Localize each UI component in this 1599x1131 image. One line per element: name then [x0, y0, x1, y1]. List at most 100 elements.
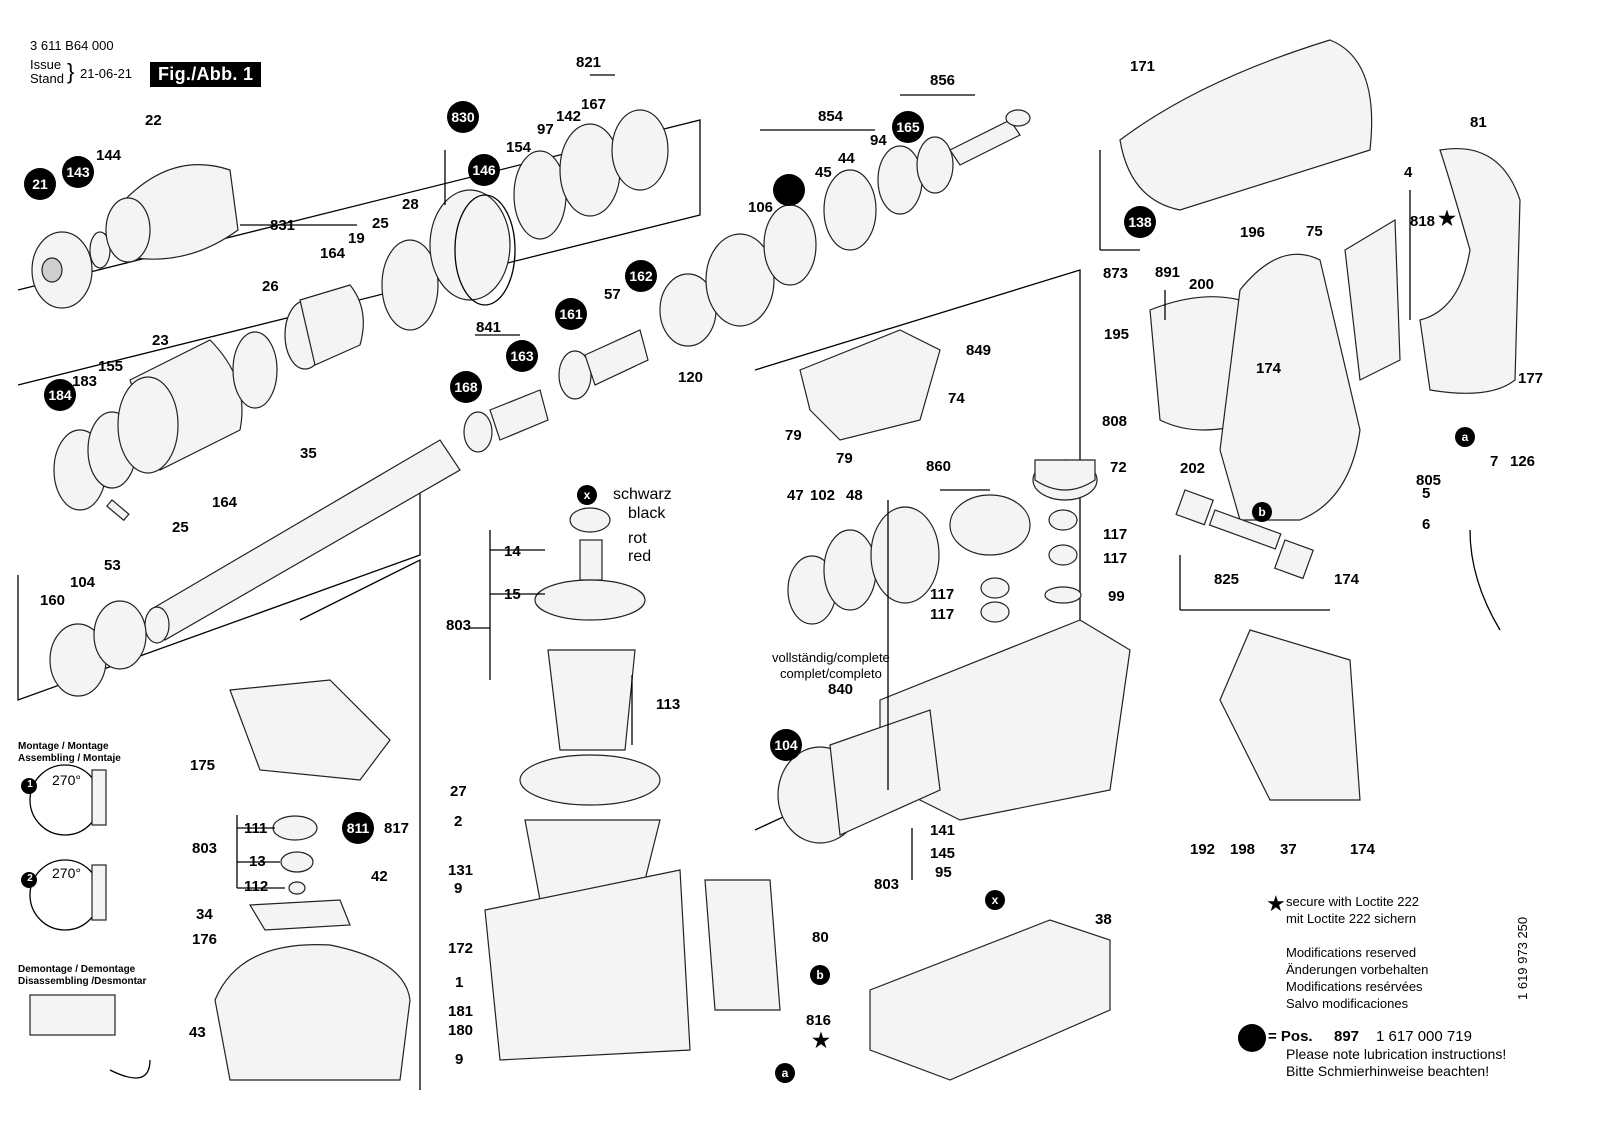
- svg-text:38: 38: [1095, 911, 1112, 928]
- lubrication-dot-icon: [1238, 1024, 1266, 1052]
- svg-text:9: 9: [455, 1051, 463, 1068]
- modifications-de: Änderungen vorbehalten: [1286, 962, 1429, 977]
- assembly-angle-1: 270°: [52, 772, 81, 788]
- wire-color-black: black: [628, 505, 666, 522]
- svg-text:99: 99: [1108, 588, 1125, 605]
- svg-text:873: 873: [1103, 265, 1128, 282]
- letter-badges: x x a b b a: [21, 427, 1475, 1083]
- badge-168: 168: [450, 371, 482, 403]
- loctite-note: secure with Loctite 222 mit Loctite 222 …: [1286, 893, 1419, 927]
- svg-text:117: 117: [1103, 550, 1127, 567]
- svg-text:811: 811: [347, 820, 370, 836]
- svg-text:13: 13: [249, 853, 266, 870]
- lubrication-note-en: Please note lubrication instructions!: [1286, 1046, 1507, 1062]
- svg-text:816: 816: [806, 1012, 831, 1029]
- svg-text:22: 22: [145, 112, 162, 129]
- svg-text:25: 25: [172, 519, 189, 536]
- svg-text:80: 80: [812, 929, 829, 946]
- wire-color-rot: rot: [628, 530, 647, 547]
- svg-text:106: 106: [748, 199, 773, 216]
- badge-146: 146: [468, 154, 500, 186]
- svg-text:1: 1: [455, 974, 463, 991]
- svg-text:7: 7: [1490, 453, 1498, 470]
- svg-text:891: 891: [1155, 264, 1180, 281]
- pos-prefix: = Pos.: [1268, 1028, 1313, 1045]
- svg-text:b: b: [1258, 505, 1265, 519]
- assembly-title-line1: Montage / Montage: [18, 741, 109, 752]
- svg-text:x: x: [584, 488, 591, 502]
- svg-text:79: 79: [836, 450, 853, 467]
- svg-text:104: 104: [70, 574, 96, 591]
- svg-text:192: 192: [1190, 841, 1215, 858]
- svg-text:34: 34: [196, 906, 213, 923]
- badge-830: 830: [447, 101, 479, 133]
- svg-text:14: 14: [504, 543, 521, 560]
- svg-text:9: 9: [454, 880, 462, 897]
- nose-cap-group: [31, 164, 239, 309]
- svg-text:19: 19: [348, 230, 365, 247]
- svg-text:44: 44: [838, 150, 855, 167]
- svg-text:138: 138: [1128, 214, 1152, 230]
- issue-label: Issue: [30, 57, 62, 72]
- svg-text:112: 112: [244, 878, 268, 895]
- svg-text:111: 111: [244, 820, 267, 837]
- badge-21: 21: [24, 168, 56, 200]
- svg-text:6: 6: [1422, 516, 1430, 533]
- loctite-star-icon: ★: [1266, 891, 1286, 916]
- assembly-angle-2: 270°: [52, 865, 81, 881]
- svg-text:145: 145: [930, 845, 955, 862]
- handle-housing: [1119, 39, 1521, 801]
- svg-text:168: 168: [454, 379, 478, 395]
- base-cover-38: [869, 919, 1111, 1081]
- svg-text:831: 831: [270, 217, 295, 234]
- svg-text:113: 113: [656, 696, 680, 713]
- svg-text:177: 177: [1518, 370, 1543, 387]
- issue-stand-block: Issue Stand: [30, 58, 64, 86]
- svg-text:818: 818: [1410, 213, 1435, 230]
- svg-text:57: 57: [604, 286, 621, 303]
- svg-text:35: 35: [300, 445, 317, 462]
- badge-162: 162: [625, 260, 657, 292]
- svg-text:53: 53: [104, 557, 121, 574]
- svg-text:160: 160: [40, 592, 65, 609]
- svg-text:142: 142: [556, 108, 581, 125]
- svg-text:97: 97: [537, 121, 554, 138]
- svg-text:131: 131: [448, 862, 473, 879]
- svg-text:27: 27: [450, 783, 467, 800]
- svg-text:165: 165: [896, 119, 920, 135]
- svg-text:154: 154: [506, 139, 532, 156]
- svg-text:2: 2: [454, 813, 462, 830]
- wire-color-red: red: [628, 548, 652, 565]
- modifications-es: Salvo modificaciones: [1286, 996, 1409, 1011]
- complete-label-line2: complet/completo: [779, 666, 882, 681]
- disassembly-title-line1: Demontage / Demontage: [18, 964, 136, 975]
- svg-text:180: 180: [448, 1022, 473, 1039]
- svg-text:74: 74: [948, 390, 965, 407]
- svg-text:144: 144: [96, 147, 122, 164]
- svg-text:202: 202: [1180, 460, 1205, 477]
- svg-text:183: 183: [72, 373, 97, 390]
- svg-text:167: 167: [581, 96, 606, 113]
- svg-text:803: 803: [874, 876, 899, 893]
- svg-text:805: 805: [1416, 472, 1441, 489]
- svg-text:a: a: [1462, 430, 1469, 444]
- svg-text:117: 117: [1103, 526, 1127, 543]
- svg-text:75: 75: [1306, 223, 1323, 240]
- frame-barrel-bottom: [17, 455, 421, 701]
- middle-barrel-parts: [463, 109, 1031, 453]
- svg-text:856: 856: [930, 72, 955, 89]
- svg-text:23: 23: [152, 332, 169, 349]
- part-number-labels: 22 144 831 164 19 25 28 26 23 155 183 15…: [40, 54, 1543, 1068]
- svg-text:b: b: [816, 968, 823, 982]
- svg-text:4: 4: [1404, 164, 1413, 181]
- svg-text:184: 184: [48, 387, 72, 403]
- badge-104: 104: [770, 729, 802, 761]
- svg-text:172: 172: [448, 940, 473, 957]
- badge-lube: [773, 174, 805, 206]
- svg-text:164: 164: [320, 245, 346, 262]
- figure-label: Fig./Abb. 1: [150, 62, 262, 87]
- svg-text:94: 94: [870, 132, 887, 149]
- svg-text:141: 141: [930, 822, 955, 839]
- badge-811: 811: [342, 812, 374, 844]
- svg-text:174: 174: [1350, 841, 1376, 858]
